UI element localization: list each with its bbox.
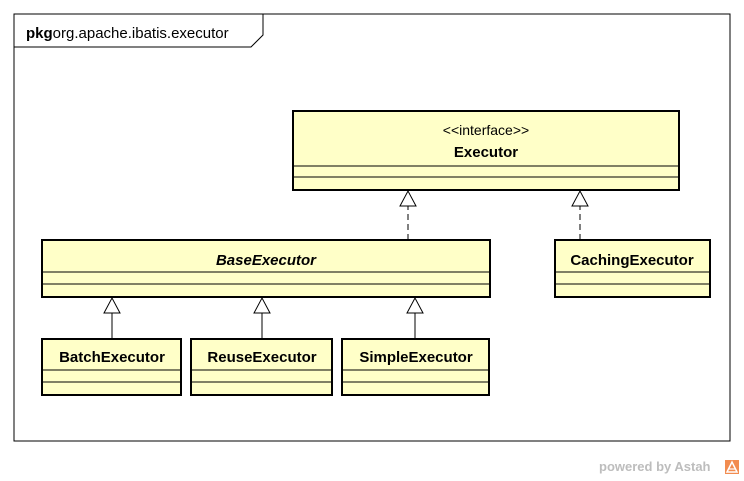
class-name: CachingExecutor (570, 252, 694, 269)
class-box (41, 338, 182, 396)
package-label: pkgorg.apache.ibatis.executor (26, 25, 229, 42)
watermark-text: powered by Astah (599, 459, 711, 474)
class-reuse-executor[interactable]: ReuseExecutor (190, 338, 333, 396)
generalization-arrowhead-batch-executor (103, 296, 121, 314)
generalization-arrowhead-simple-executor (406, 296, 424, 314)
package-tab (14, 14, 264, 48)
relationships (103, 189, 589, 339)
class-simple-executor[interactable]: SimpleExecutor (341, 338, 490, 396)
realization-arrowhead-base-executor (399, 189, 417, 207)
class-executor[interactable]: <<interface>> Executor (292, 110, 680, 191)
class-stereotype: <<interface>> (443, 122, 529, 138)
class-box (190, 338, 333, 396)
class-name: Executor (454, 144, 518, 161)
class-caching-executor[interactable]: CachingExecutor (554, 239, 711, 298)
package-name: org.apache.ibatis.executor (53, 25, 229, 42)
class-name: SimpleExecutor (359, 349, 473, 366)
class-box (341, 338, 490, 396)
class-name: ReuseExecutor (207, 349, 316, 366)
package-keyword: pkg (26, 25, 53, 42)
class-batch-executor[interactable]: BatchExecutor (41, 338, 182, 396)
generalization-arrowhead-reuse-executor (253, 296, 271, 314)
class-box (554, 239, 711, 298)
class-base-executor[interactable]: BaseExecutor (41, 239, 491, 298)
realization-arrowhead-caching-executor (571, 189, 589, 207)
class-box (41, 239, 491, 298)
class-name: BatchExecutor (59, 349, 165, 366)
package-frame: pkgorg.apache.ibatis.executor (13, 13, 731, 442)
astah-logo-icon (725, 460, 739, 474)
package-border (13, 13, 731, 442)
class-name: BaseExecutor (216, 252, 317, 269)
